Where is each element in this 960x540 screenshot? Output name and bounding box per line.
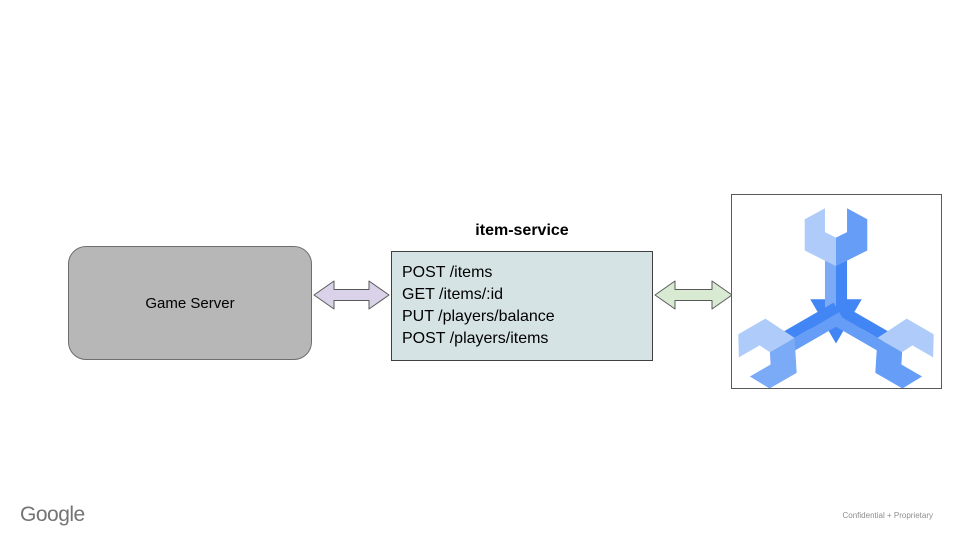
item-service-title: item-service <box>475 222 569 239</box>
double-arrow-icon <box>313 280 390 310</box>
bidirectional-arrow-right <box>654 280 733 315</box>
spanner-icon-box <box>731 194 942 389</box>
endpoint-line: PUT /players/balance <box>402 308 555 325</box>
google-wordmark: Google <box>20 503 85 526</box>
game-server-label: Game Server <box>145 294 235 312</box>
endpoint-line: POST /items <box>402 264 493 281</box>
game-server-node: Game Server <box>68 246 312 360</box>
endpoint-line: POST /players/items <box>402 330 549 347</box>
bidirectional-arrow-left <box>313 280 390 315</box>
cloud-spanner-icon <box>738 208 934 389</box>
confidentiality-note: Confidential + Proprietary <box>842 511 934 520</box>
endpoint-line: GET /items/:id <box>402 286 504 303</box>
double-arrow-icon <box>654 280 733 310</box>
item-service-node: POST /items GET /items/:id PUT /players/… <box>391 251 653 361</box>
